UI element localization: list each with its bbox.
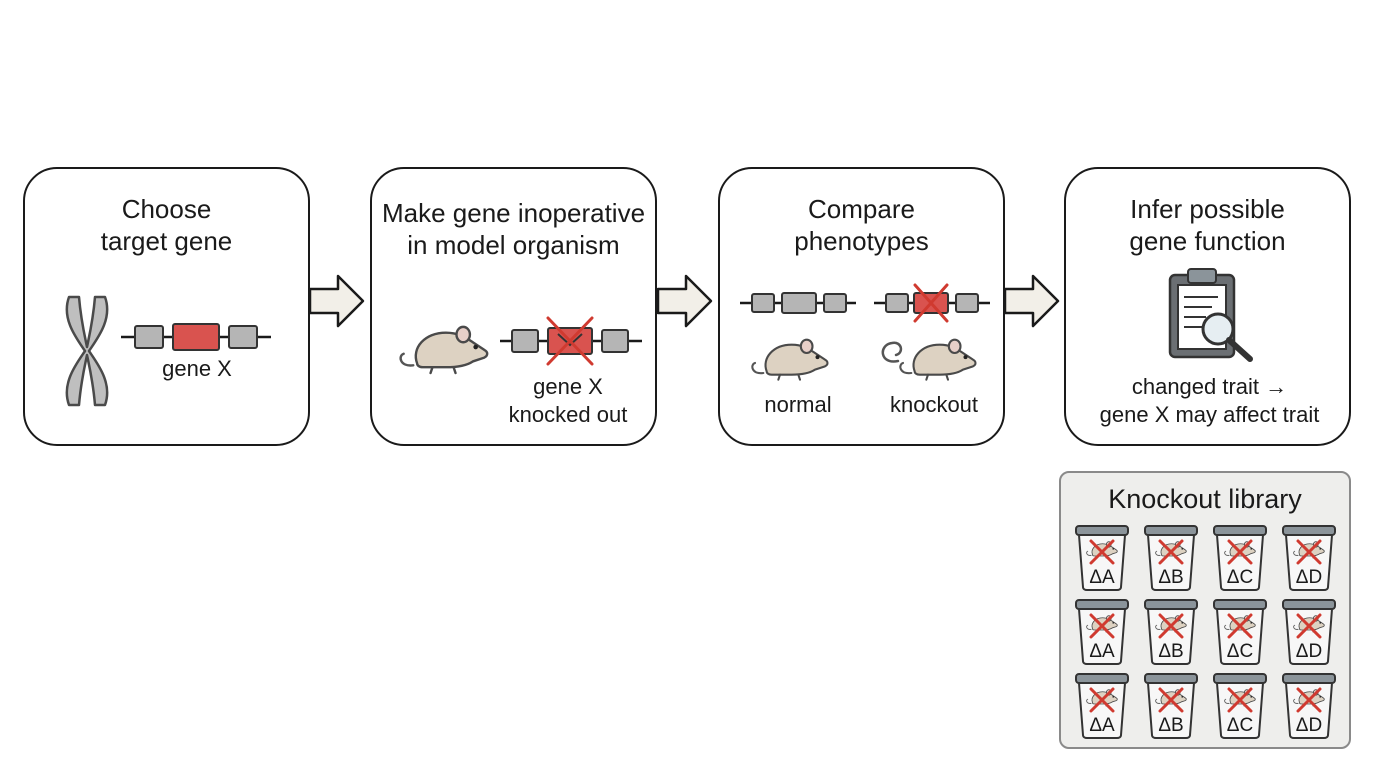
specimen-jar-icon: ΔC bbox=[1213, 673, 1267, 739]
knockout-library-panel: Knockout library ΔA ΔB ΔC ΔD ΔA ΔB ΔC ΔD ΔA ΔB ΔC Δ… bbox=[1059, 471, 1351, 749]
specimen-jar-icon: ΔD bbox=[1282, 673, 1336, 739]
jar-label: ΔC bbox=[1226, 641, 1254, 662]
knockout-mouse-icon bbox=[881, 338, 977, 381]
normal-mouse-icon bbox=[750, 338, 830, 382]
knocked-out-gene-strand bbox=[500, 316, 642, 366]
jar-label: ΔA bbox=[1089, 641, 1115, 662]
step-title: Choose target gene bbox=[100, 194, 233, 256]
jar-label: ΔB bbox=[1158, 715, 1184, 736]
specimen-jar-icon: ΔB bbox=[1144, 525, 1198, 591]
specimen-jar-icon: ΔD bbox=[1282, 599, 1336, 665]
step3-illustration bbox=[740, 283, 990, 382]
step-title: Infer possible gene function bbox=[1129, 194, 1286, 256]
knockout-gene-strand bbox=[874, 283, 990, 323]
specimen-jar-icon: ΔA bbox=[1075, 599, 1129, 665]
specimen-jar-icon: ΔA bbox=[1075, 525, 1129, 591]
specimen-jar-icon: ΔC bbox=[1213, 599, 1267, 665]
knockout-label: knockout bbox=[889, 392, 979, 417]
jar-label: ΔB bbox=[1158, 641, 1184, 662]
specimen-jar-icon: ΔA bbox=[1075, 673, 1129, 739]
jar-label: ΔD bbox=[1295, 567, 1323, 588]
step-title: Compare phenotypes bbox=[794, 194, 929, 256]
jar-label: ΔC bbox=[1226, 567, 1254, 588]
jar-label: ΔD bbox=[1295, 715, 1323, 736]
step-card-infer: Infer possible gene function changed tra… bbox=[1064, 167, 1351, 446]
right-arrow-icon bbox=[308, 274, 365, 328]
jar-label: ΔD bbox=[1295, 641, 1323, 662]
chromosome-icon bbox=[65, 295, 109, 407]
right-arrow-icon bbox=[656, 274, 713, 328]
jar-label: ΔC bbox=[1226, 715, 1254, 736]
step1-illustration bbox=[65, 295, 271, 407]
jar-label: ΔA bbox=[1089, 715, 1115, 736]
library-title: Knockout library bbox=[1108, 484, 1302, 514]
jar-label: ΔB bbox=[1158, 567, 1184, 588]
step-card-knockout: Make gene inoperative in model organism … bbox=[370, 167, 657, 446]
specimen-jar-icon: ΔB bbox=[1144, 599, 1198, 665]
step4-illustration bbox=[1168, 268, 1253, 362]
step-title: Make gene inoperative in model organism bbox=[381, 198, 646, 260]
step2-illustration bbox=[399, 316, 642, 375]
mouse-icon bbox=[399, 325, 489, 375]
specimen-jar-icon: ΔC bbox=[1213, 525, 1267, 591]
inference-label: changed trait → gene X may affect trait bbox=[1099, 374, 1320, 427]
specimen-jar-icon: ΔB bbox=[1144, 673, 1198, 739]
jar-label: ΔA bbox=[1089, 567, 1115, 588]
step-card-compare: Compare phenotypes normal knockout bbox=[718, 167, 1005, 446]
clipboard-magnifier-icon bbox=[1168, 268, 1253, 362]
specimen-jar-icon: ΔD bbox=[1282, 525, 1336, 591]
gene-label: gene X bbox=[162, 356, 232, 381]
normal-label: normal bbox=[764, 392, 832, 417]
right-arrow-icon bbox=[1003, 274, 1060, 328]
step-card-choose-gene: Choose target gene gene X bbox=[23, 167, 310, 446]
knockout-label: gene X knocked out bbox=[508, 374, 628, 427]
gene-strand bbox=[121, 323, 271, 351]
normal-gene-strand bbox=[740, 292, 856, 314]
